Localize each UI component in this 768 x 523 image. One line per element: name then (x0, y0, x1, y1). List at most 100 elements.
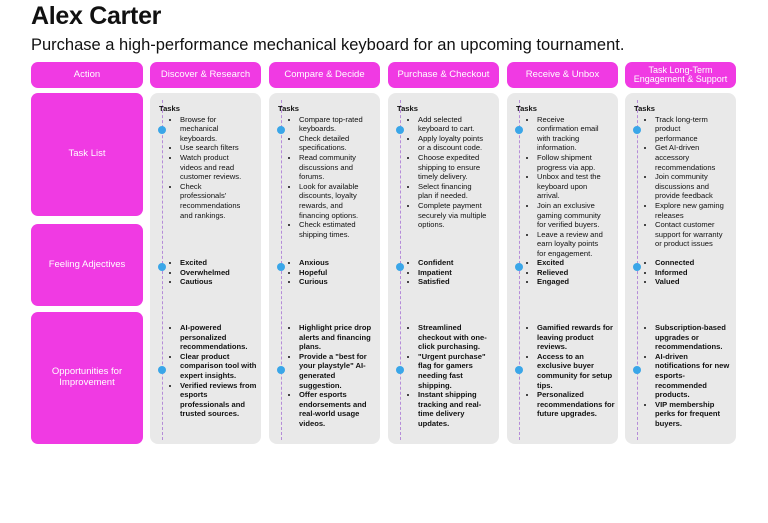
list-item: Select financing plan if needed. (418, 182, 487, 201)
persona-name: Alex Carter (31, 2, 162, 30)
stage-column-3 (388, 93, 499, 444)
list-item: Apply loyalty points or a discount code. (418, 134, 487, 153)
list-item: Join community discussions and provide f… (655, 172, 724, 201)
bullet-list: Highlight price drop alerts and financin… (287, 323, 377, 429)
stage-header-4: Receive & Unbox (507, 62, 618, 88)
list-item: Explore new gaming releases (655, 201, 724, 220)
timeline-dot (277, 263, 285, 271)
bullet-list: Track long-term product performanceGet A… (643, 115, 724, 249)
timeline-dot (158, 366, 166, 374)
list-item: Impatient (418, 268, 496, 278)
timeline-dot (633, 126, 641, 134)
list-item: Watch product videos and read customer r… (180, 153, 249, 182)
bullet-list: Subscription-based upgrades or recommend… (643, 323, 733, 429)
task-cell-2: TasksCompare top-rated keyboards.Check d… (278, 104, 368, 239)
list-item: Personalized recommendations for future … (537, 390, 615, 419)
list-item: Excited (537, 258, 615, 268)
timeline-dot (396, 366, 404, 374)
row-label-3: Opportunities for Improvement (31, 312, 143, 444)
bullet-list: AI-powered personalized recommendations.… (168, 323, 258, 419)
opportunity-cell-1: AI-powered personalized recommendations.… (168, 323, 258, 419)
list-item: Check detailed specifications. (299, 134, 368, 153)
list-item: Verified reviews from esports profession… (180, 381, 258, 419)
opportunity-cell-2: Highlight price drop alerts and financin… (287, 323, 377, 429)
list-item: Informed (655, 268, 733, 278)
stage-column-4 (507, 93, 618, 444)
list-item: Curious (299, 277, 377, 287)
stage-column-1 (150, 93, 261, 444)
list-item: Leave a review and earn loyalty points f… (537, 230, 606, 259)
list-item: Unbox and test the keyboard upon arrival… (537, 172, 606, 201)
list-item: Choose expedited shipping to ensure time… (418, 153, 487, 182)
tasks-heading: Tasks (634, 104, 655, 113)
timeline-dot (158, 126, 166, 134)
bullet-list: ExcitedRelievedEngaged (525, 258, 615, 287)
header-action-label: Action (31, 62, 143, 88)
task-cell-5: TasksTrack long-term product performance… (634, 104, 724, 249)
tasks-heading: Tasks (159, 104, 180, 113)
timeline-dot (277, 126, 285, 134)
opportunity-cell-4: Gamified rewards for leaving product rev… (525, 323, 615, 419)
bullet-list: ConnectedInformedValued (643, 258, 733, 287)
row-label-1: Task List (31, 93, 143, 216)
tasks-heading: Tasks (397, 104, 418, 113)
bullet-list: Gamified rewards for leaving product rev… (525, 323, 615, 419)
timeline-dot (515, 126, 523, 134)
list-item: Add selected keyboard to cart. (418, 115, 487, 134)
list-item: Highlight price drop alerts and financin… (299, 323, 377, 352)
timeline-dot (396, 263, 404, 271)
tasks-heading: Tasks (278, 104, 299, 113)
list-item: Track long-term product performance (655, 115, 724, 144)
bullet-list: Add selected keyboard to cart.Apply loya… (406, 115, 487, 230)
list-item: Clear product comparison tool with exper… (180, 352, 258, 381)
list-item: Overwhelmed (180, 268, 258, 278)
feeling-cell-5: ConnectedInformedValued (643, 258, 733, 287)
list-item: Anxious (299, 258, 377, 268)
feeling-cell-2: AnxiousHopefulCurious (287, 258, 377, 287)
tasks-heading: Tasks (516, 104, 537, 113)
list-item: Streamlined checkout with one-click purc… (418, 323, 496, 352)
list-item: Satisfied (418, 277, 496, 287)
list-item: Confident (418, 258, 496, 268)
row-label-2: Feeling Adjectives (31, 224, 143, 306)
list-item: Look for available discounts, loyalty re… (299, 182, 368, 220)
stage-header-5: Task Long-Term Engagement & Support (625, 62, 736, 88)
list-item: Subscription-based upgrades or recommend… (655, 323, 733, 352)
stage-header-3: Purchase & Checkout (388, 62, 499, 88)
persona-goal: Purchase a high-performance mechanical k… (31, 36, 625, 54)
feeling-cell-1: ExcitedOverwhelmedCautious (168, 258, 258, 287)
list-item: Connected (655, 258, 733, 268)
list-item: Check estimated shipping times. (299, 220, 368, 239)
timeline-dot (633, 366, 641, 374)
list-item: Offer esports endorsements and real-worl… (299, 390, 377, 428)
list-item: Read community discussions and forums. (299, 153, 368, 182)
list-item: AI-powered personalized recommendations. (180, 323, 258, 352)
list-item: Gamified rewards for leaving product rev… (537, 323, 615, 352)
task-cell-4: TasksReceive confirmation email with tra… (516, 104, 606, 259)
bullet-list: Compare top-rated keyboards.Check detail… (287, 115, 368, 240)
bullet-list: Receive confirmation email with tracking… (525, 115, 606, 259)
list-item: Join an exclusive gaming community for v… (537, 201, 606, 230)
timeline-dot (515, 263, 523, 271)
list-item: Receive confirmation email with tracking… (537, 115, 606, 153)
opportunity-cell-5: Subscription-based upgrades or recommend… (643, 323, 733, 429)
list-item: Contact customer support for warranty or… (655, 220, 724, 249)
list-item: Engaged (537, 277, 615, 287)
list-item: Hopeful (299, 268, 377, 278)
list-item: Compare top-rated keyboards. (299, 115, 368, 134)
stage-column-5 (625, 93, 736, 444)
list-item: Provide a "best for your playstyle" AI-g… (299, 352, 377, 390)
task-cell-3: TasksAdd selected keyboard to cart.Apply… (397, 104, 487, 230)
task-cell-1: TasksBrowse for mechanical keyboards.Use… (159, 104, 249, 220)
stage-column-2 (269, 93, 380, 444)
timeline-dot (633, 263, 641, 271)
bullet-list: ExcitedOverwhelmedCautious (168, 258, 258, 287)
stage-header-1: Discover & Research (150, 62, 261, 88)
timeline-dot (158, 263, 166, 271)
list-item: Instant shipping tracking and real-time … (418, 390, 496, 428)
list-item: Relieved (537, 268, 615, 278)
list-item: Valued (655, 277, 733, 287)
list-item: Check professionals' recommendations and… (180, 182, 249, 220)
list-item: Access to an exclusive buyer community f… (537, 352, 615, 390)
timeline-dot (277, 366, 285, 374)
